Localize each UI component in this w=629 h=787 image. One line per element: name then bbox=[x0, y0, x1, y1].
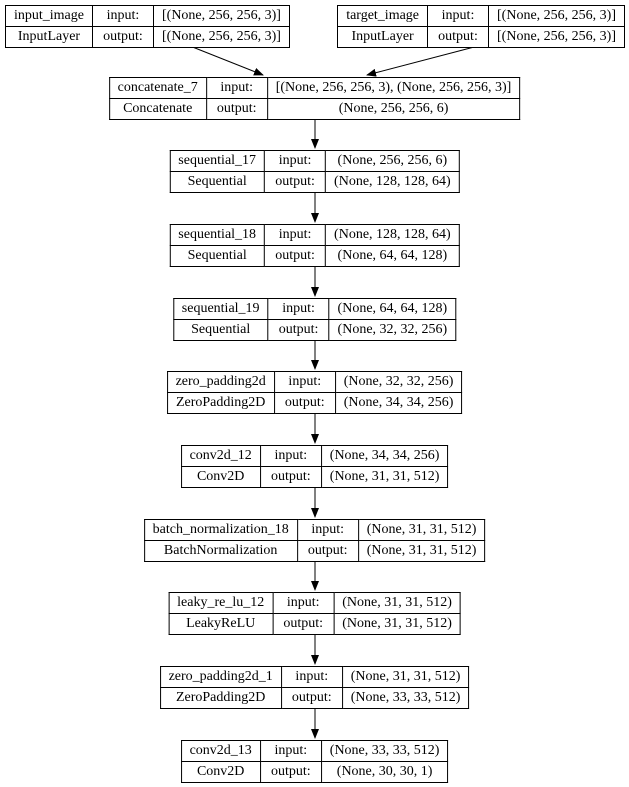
input-label: input: bbox=[272, 592, 335, 614]
layer-name: conv2d_13 bbox=[180, 740, 261, 762]
layer-output-shape: [(None, 256, 256, 3)] bbox=[153, 26, 290, 48]
layer-type: Conv2D bbox=[180, 466, 261, 488]
edge-arrow bbox=[189, 45, 264, 76]
layer-output-shape: (None, 64, 64, 128) bbox=[325, 245, 460, 267]
output-label: output: bbox=[267, 319, 330, 341]
layer-output-shape: (None, 33, 33, 512) bbox=[341, 687, 470, 709]
layer-output-shape: (None, 31, 31, 512) bbox=[333, 613, 461, 635]
layer-type: InputLayer bbox=[337, 26, 429, 48]
input-label: input: bbox=[280, 666, 343, 688]
input-label: input: bbox=[264, 224, 327, 246]
output-label: output: bbox=[272, 613, 335, 635]
output-label: output: bbox=[205, 98, 268, 120]
layer-input-shape: [(None, 256, 256, 3)] bbox=[153, 5, 290, 27]
layer-name: sequential_18 bbox=[169, 224, 266, 246]
input-label: input: bbox=[273, 371, 336, 393]
layer-name: sequential_19 bbox=[172, 298, 269, 320]
layer-type: Sequential bbox=[169, 171, 266, 193]
input-label: input: bbox=[296, 519, 359, 541]
layer-type: Conv2D bbox=[180, 761, 261, 783]
layer-type: Sequential bbox=[169, 245, 266, 267]
layer-name: target_image bbox=[337, 5, 429, 27]
layer-type: Sequential bbox=[172, 319, 269, 341]
output-label: output: bbox=[92, 26, 154, 48]
layer-name: leaky_re_lu_12 bbox=[168, 592, 274, 614]
layer-type: LeakyReLU bbox=[168, 613, 274, 635]
layer-input-shape: (None, 64, 64, 128) bbox=[328, 298, 457, 320]
layer-input-shape: (None, 31, 31, 512) bbox=[357, 519, 486, 541]
layer-input-shape: (None, 33, 33, 512) bbox=[320, 740, 449, 762]
layer-input-shape: (None, 256, 256, 6) bbox=[325, 150, 460, 172]
layer-input-shape: [(None, 256, 256, 3)] bbox=[488, 5, 625, 27]
layer-input-shape: (None, 128, 128, 64) bbox=[325, 224, 460, 246]
output-label: output: bbox=[427, 26, 490, 48]
layer-type: BatchNormalization bbox=[143, 540, 298, 562]
layer-name: concatenate_7 bbox=[108, 77, 207, 99]
input-label: input: bbox=[267, 298, 330, 320]
layer-name: conv2d_12 bbox=[180, 445, 261, 467]
layer-output-shape: (None, 256, 256, 6) bbox=[266, 98, 521, 120]
layer-input-shape: (None, 34, 34, 256) bbox=[320, 445, 449, 467]
layer-type: ZeroPadding2D bbox=[166, 392, 275, 414]
layer-output-shape: [(None, 256, 256, 3)] bbox=[488, 26, 625, 48]
layer-output-shape: (None, 32, 32, 256) bbox=[328, 319, 457, 341]
output-label: output: bbox=[259, 761, 322, 783]
layer-name: batch_normalization_18 bbox=[143, 519, 298, 541]
input-label: input: bbox=[427, 5, 490, 27]
output-label: output: bbox=[264, 245, 327, 267]
edge-arrow bbox=[366, 45, 479, 77]
layer-type: ZeroPadding2D bbox=[159, 687, 282, 709]
layer-output-shape: (None, 31, 31, 512) bbox=[320, 466, 449, 488]
input-label: input: bbox=[259, 445, 322, 467]
layer-type: Concatenate bbox=[108, 98, 207, 120]
output-label: output: bbox=[280, 687, 343, 709]
input-label: input: bbox=[259, 740, 322, 762]
output-label: output: bbox=[273, 392, 336, 414]
input-label: input: bbox=[205, 77, 268, 99]
layer-name: sequential_17 bbox=[169, 150, 266, 172]
layer-input-shape: (None, 32, 32, 256) bbox=[334, 371, 463, 393]
layer-output-shape: (None, 128, 128, 64) bbox=[325, 171, 460, 193]
output-label: output: bbox=[296, 540, 359, 562]
output-label: output: bbox=[259, 466, 322, 488]
layer-output-shape: (None, 30, 30, 1) bbox=[320, 761, 449, 783]
input-label: input: bbox=[92, 5, 154, 27]
layer-input-shape: [(None, 256, 256, 3), (None, 256, 256, 3… bbox=[266, 77, 521, 99]
layer-output-shape: (None, 34, 34, 256) bbox=[334, 392, 463, 414]
layer-name: input_image bbox=[5, 5, 93, 27]
layer-input-shape: (None, 31, 31, 512) bbox=[341, 666, 470, 688]
output-label: output: bbox=[264, 171, 327, 193]
input-label: input: bbox=[264, 150, 327, 172]
layer-type: InputLayer bbox=[5, 26, 93, 48]
layer-output-shape: (None, 31, 31, 512) bbox=[357, 540, 486, 562]
layer-name: zero_padding2d_1 bbox=[159, 666, 282, 688]
layer-name: zero_padding2d bbox=[166, 371, 275, 393]
layer-input-shape: (None, 31, 31, 512) bbox=[333, 592, 461, 614]
